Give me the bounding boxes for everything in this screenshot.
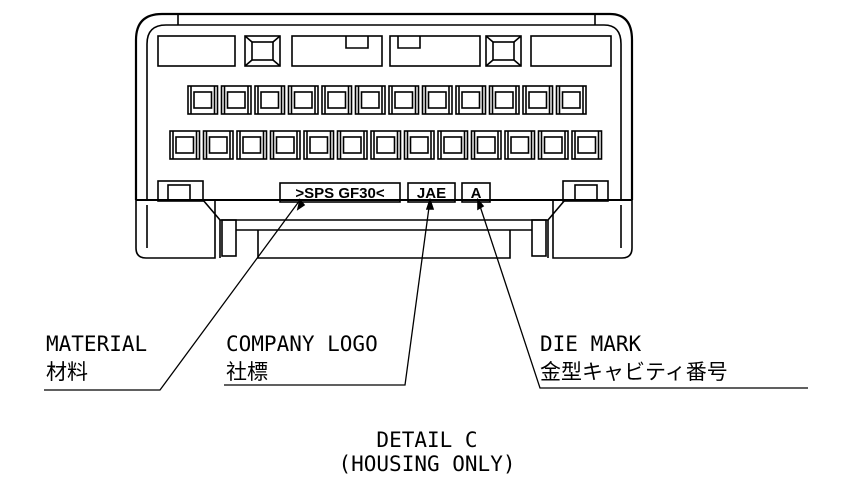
callout-die-en: DIE MARK	[540, 332, 642, 356]
terminal-cavity	[220, 85, 252, 115]
terminal-cavity	[571, 130, 603, 160]
top-box-left	[157, 35, 236, 67]
terminal-row-upper	[187, 85, 587, 115]
callout-die-jp: 金型キャビティ番号	[540, 360, 728, 384]
terminal-cavity	[321, 85, 353, 115]
callout-material-en: MATERIAL	[46, 332, 148, 356]
terminal-cavity	[287, 85, 319, 115]
terminal-cavity	[336, 130, 368, 160]
top-box-center-right	[389, 35, 481, 67]
terminal-cavity	[504, 130, 536, 160]
terminal-cavity	[522, 85, 554, 115]
terminal-row-lower	[169, 130, 603, 160]
corner-post-left	[157, 180, 204, 202]
die-mark-box	[461, 182, 491, 203]
terminal-cavity	[354, 85, 386, 115]
terminal-cavity	[254, 85, 286, 115]
terminal-cavity	[370, 130, 402, 160]
terminal-cavity	[187, 85, 219, 115]
terminal-cavity	[437, 130, 469, 160]
detail-subtitle: (HOUSING ONLY)	[338, 452, 516, 476]
leader-material	[44, 199, 301, 391]
terminal-cavity	[403, 130, 435, 160]
terminal-cavity	[388, 85, 420, 115]
terminal-cavity	[470, 130, 502, 160]
top-box-center-left	[291, 35, 383, 67]
leader-logo	[224, 199, 431, 386]
corner-post-right	[562, 180, 609, 202]
latch-right	[485, 35, 522, 67]
terminal-cavity	[455, 85, 487, 115]
material-mark-text: >SPS GF30<	[295, 185, 384, 202]
callout-logo-jp: 社標	[226, 360, 268, 384]
housing-outline	[134, 12, 634, 200]
terminal-cavity	[269, 130, 301, 160]
latch-left	[244, 35, 281, 67]
terminal-cavity	[169, 130, 201, 160]
housing-inner-outline	[146, 24, 622, 200]
terminal-cavity	[421, 85, 453, 115]
top-box-right	[530, 35, 612, 67]
logo-mark-text: JAE	[417, 185, 446, 202]
terminal-cavity	[488, 85, 520, 115]
terminal-cavity	[555, 85, 587, 115]
terminal-cavity	[303, 130, 335, 160]
material-mark-box	[279, 182, 401, 203]
terminal-cavity	[236, 130, 268, 160]
detail-title: DETAIL C	[376, 428, 478, 452]
leader-die	[477, 199, 808, 389]
terminal-cavity	[537, 130, 569, 160]
die-mark-text: A	[471, 185, 482, 202]
callout-logo-en: COMPANY LOGO	[226, 332, 378, 356]
terminal-cavity	[202, 130, 234, 160]
callout-material-jp: 材料	[46, 360, 88, 384]
